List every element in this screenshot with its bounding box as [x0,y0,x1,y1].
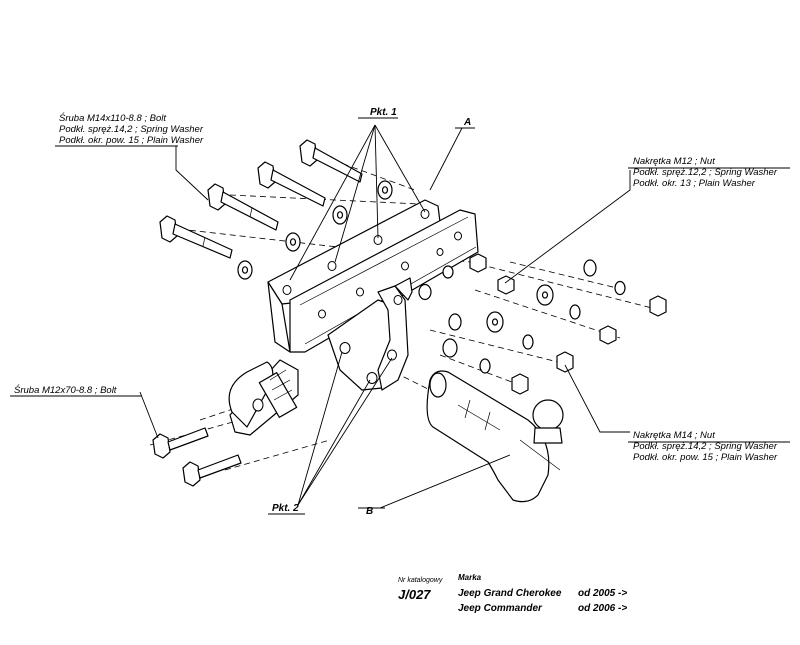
socket-plate [228,359,299,436]
label-a: A [455,117,475,129]
label-b: B [358,506,385,517]
bolt-m12-group [152,427,242,487]
label-pkt1: Pkt. 1 [358,107,398,119]
catalog-label: Nr katalogowy [398,577,443,584]
nut-washer-set-m12 [418,253,667,345]
svg-text:Podkł. spręż.12,2 ; Spring Was: Podkł. spręż.12,2 ; Spring Washer [633,167,778,178]
svg-text:Podkł. spręż.14,2 ; Spring Was: Podkł. spręż.14,2 ; Spring Washer [59,124,204,135]
center-mount-plates [327,277,413,391]
hitch-arm-ball [426,370,564,503]
main-beam-bracket [267,199,479,353]
svg-text:Podkł. okr. pow. 15 ; Plain Wa: Podkł. okr. pow. 15 ; Plain Washer [633,452,778,463]
catalog-number: J/027 [398,587,431,602]
svg-text:Śruba M14x110-8.8 ; Bolt: Śruba M14x110-8.8 ; Bolt [59,112,166,124]
bolt-m14-1 [159,215,233,259]
label-nut-m12: Nakrętka M12 ; Nut Podkł. spręż.12,2 ; S… [628,156,790,189]
brand-label: Marka [458,573,482,582]
catalog-block: Nr katalogowy J/027 Marka Jeep Grand Che… [398,573,627,614]
b-text: B [366,506,373,517]
svg-text:Podkł. okr. pow. 15 ; Plain Wa: Podkł. okr. pow. 15 ; Plain Washer [59,135,204,146]
svg-text:Podkł. okr. 13 ; Plain Washer: Podkł. okr. 13 ; Plain Washer [633,178,756,189]
bolt-m14-4 [299,139,363,183]
svg-text:Nakrętka M14 ; Nut: Nakrętka M14 ; Nut [633,430,715,441]
model-row-1: Jeep Grand Cherokee [458,588,562,599]
label-bolt-m14: Śruba M14x110-8.8 ; Bolt Podkł. spręż.14… [55,112,204,147]
label-pkt2: Pkt. 2 [268,503,305,515]
model-row-2: Jeep Commander [458,603,543,614]
svg-text:Podkł. spręż.14,2 ; Spring Was: Podkł. spręż.14,2 ; Spring Washer [633,441,778,452]
leader-lines [139,124,631,509]
label-bolt-m12: Śruba M12x70-8.8 ; Bolt [10,384,142,397]
svg-text:Nakrętka M12 ; Nut: Nakrętka M12 ; Nut [633,156,715,167]
label-nut-m14: Nakrętka M14 ; Nut Podkł. spręż.14,2 ; S… [628,430,790,463]
svg-text:Śruba M12x70-8.8 ; Bolt: Śruba M12x70-8.8 ; Bolt [14,384,117,396]
pkt2-text: Pkt. 2 [272,503,299,514]
bolt-m14-group [159,139,393,280]
model-row-2-from: od 2006 -> [578,603,627,614]
nut-washer-set-m14 [442,311,574,395]
pkt1-text: Pkt. 1 [370,107,397,118]
washer-m14-set [237,180,393,280]
bolt-m14-3 [257,161,326,207]
bolt-m14-2 [207,183,279,231]
a-text: A [463,117,471,128]
model-row-1-from: od 2005 -> [578,588,627,599]
